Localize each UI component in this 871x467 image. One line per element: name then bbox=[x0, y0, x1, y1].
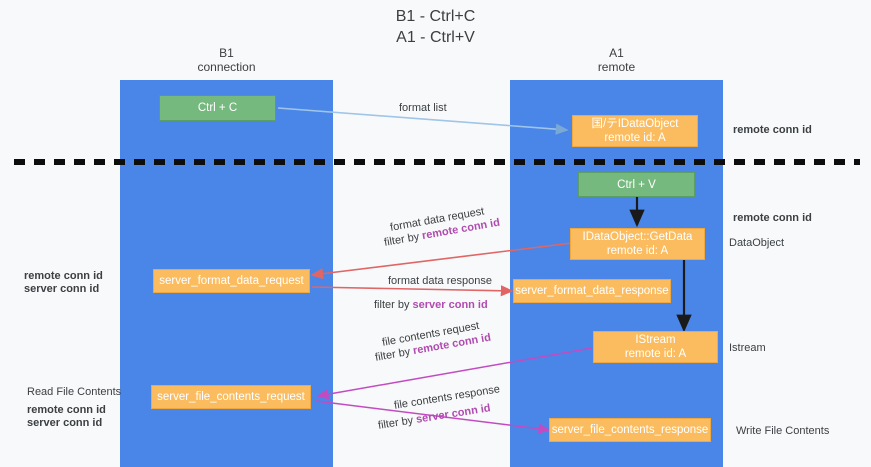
lane-header-b1-name: B1 bbox=[219, 46, 234, 60]
label-file-contents-request-filter-prefix: filter by bbox=[374, 345, 415, 364]
label-format-data-response: format data response bbox=[388, 275, 492, 287]
annotation-right-istream: Istream bbox=[729, 342, 766, 354]
annotation-left-remote-conn-id-bottom: remote conn id bbox=[27, 404, 106, 416]
lane-header-b1: B1 connection bbox=[120, 46, 333, 74]
label-format-list: format list bbox=[399, 102, 447, 114]
annotation-left-remote-conn-id-mid: remote conn id bbox=[24, 270, 103, 282]
box-ctrl-v[interactable]: Ctrl + V bbox=[578, 172, 695, 197]
lane-header-b1-role: connection bbox=[197, 60, 256, 74]
annotation-right-dataobject: DataObject bbox=[729, 237, 785, 249]
label-format-data-request-filter-prefix: filter by bbox=[383, 230, 424, 249]
box-server-format-data-response-label: server_format_data_response bbox=[515, 285, 669, 297]
box-server-file-contents-response-label: server_file_contents_response bbox=[551, 424, 709, 436]
annotation-right-write-file-contents: Write File Contents bbox=[736, 425, 830, 437]
label-format-data-response-filter: filter by server conn id bbox=[374, 298, 488, 312]
lane-header-a1: A1 remote bbox=[510, 46, 723, 74]
box-istream-title: IStream bbox=[635, 334, 676, 346]
box-server-format-data-request[interactable]: server_format_data_request bbox=[153, 269, 310, 293]
box-ctrl-c-label: Ctrl + C bbox=[197, 102, 238, 114]
box-server-format-data-request-label: server_format_data_request bbox=[159, 275, 304, 287]
annotation-left-server-conn-id-mid: server conn id bbox=[24, 283, 100, 295]
label-file-contents-response-filter-prefix: filter by bbox=[377, 413, 418, 432]
box-server-file-contents-request-label: server_file_contents_request bbox=[157, 391, 305, 403]
box-idataobject-getdata-title: IDataObject::GetData bbox=[582, 231, 693, 243]
box-idataobject-remote[interactable]: 国/テIDataObject remote id: A bbox=[572, 115, 698, 147]
annotation-left-server-conn-id-bottom: server conn id bbox=[27, 417, 103, 429]
box-idataobject-getdata[interactable]: IDataObject::GetData remote id: A bbox=[570, 228, 705, 260]
lane-header-a1-name: A1 bbox=[609, 46, 624, 60]
box-idataobject-getdata-id: remote id: A bbox=[606, 245, 669, 257]
box-ctrl-c[interactable]: Ctrl + C bbox=[159, 95, 276, 121]
annotation-right-remote-conn-id-mid: remote conn id bbox=[733, 212, 812, 224]
label-format-data-response-filter-prefix: filter by bbox=[374, 299, 413, 311]
box-istream[interactable]: IStream remote id: A bbox=[593, 331, 718, 363]
label-format-data-response-filter-key: server conn id bbox=[412, 299, 488, 311]
box-idataobject-remote-id: remote id: A bbox=[604, 132, 666, 144]
annotation-right-remote-conn-id-top: remote conn id bbox=[733, 124, 812, 136]
box-istream-id: remote id: A bbox=[624, 348, 687, 360]
box-server-format-data-response[interactable]: server_format_data_response bbox=[513, 279, 671, 303]
box-server-file-contents-request[interactable]: server_file_contents_request bbox=[151, 385, 311, 409]
diagram-title: B1 - Ctrl+C A1 - Ctrl+V bbox=[395, 8, 476, 46]
lane-header-a1-role: remote bbox=[597, 60, 636, 74]
annotation-left-read-file-contents: Read File Contents bbox=[27, 386, 122, 398]
box-ctrl-v-label: Ctrl + V bbox=[617, 178, 656, 191]
box-idataobject-remote-title: 国/テIDataObject bbox=[591, 118, 679, 130]
box-server-file-contents-response[interactable]: server_file_contents_response bbox=[549, 418, 711, 442]
